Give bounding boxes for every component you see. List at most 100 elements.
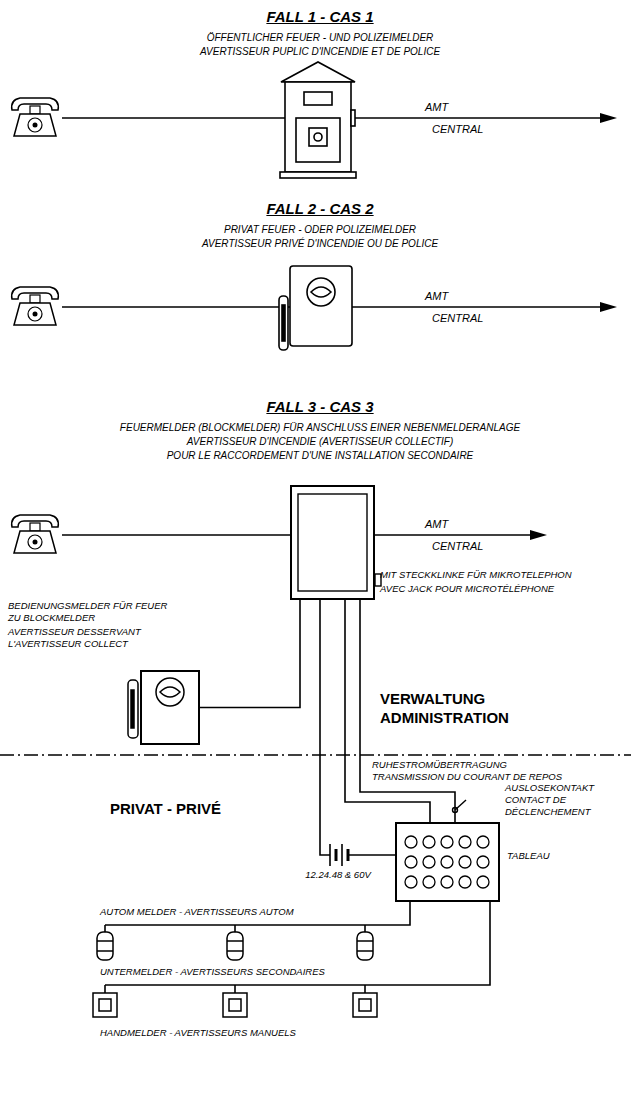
public-alarm-box xyxy=(280,172,356,178)
tableau-lamps xyxy=(405,836,489,888)
battery-wire xyxy=(335,849,338,861)
arrow-head xyxy=(530,530,547,540)
automatic-detector xyxy=(227,932,243,960)
automatic-detector xyxy=(97,932,113,960)
detector-group-label: HANDMELDER - AVERTISSEURS MANUELS xyxy=(100,1027,296,1039)
automatic-detector xyxy=(357,932,373,960)
contact-label: AUSLOSEKONTAKT xyxy=(505,782,594,794)
release-contact xyxy=(455,800,466,810)
case-heading: FALL 2 - CAS 2 xyxy=(266,200,373,218)
node-text: AVERTISSEUR DESSERVANT L'AVERTISSEUR COL… xyxy=(8,626,168,650)
service-alarm-box: BEDIENUNGSMELDER FÜR FEUER ZU BLOCKMELDE… xyxy=(140,670,200,745)
case-subtitle: AVERTISSEUR PUPLIC D'INCENDIE ET DE POLI… xyxy=(200,46,440,58)
block-alarm-box: MIT STECKKLINKE FÜR MIKROTELEPHONAVEC JA… xyxy=(290,485,375,600)
node-text: TABLEAU xyxy=(507,850,550,862)
line-label: CENTRAL xyxy=(432,312,483,324)
tableau-lamps xyxy=(423,876,435,888)
public-alarm-box xyxy=(280,62,356,178)
telephone-icon xyxy=(12,287,59,325)
telephone-icon xyxy=(12,515,59,553)
service-alarm-detail xyxy=(131,690,134,728)
separator-line xyxy=(0,755,631,756)
tableau-lamps xyxy=(405,856,417,868)
detector-bus xyxy=(234,925,236,932)
tableau-box: TABLEAU xyxy=(395,822,500,902)
contact-label: CONTACT DE DÉCLENCHEMENT xyxy=(505,794,605,818)
line-label: AMT xyxy=(425,518,448,530)
case-subtitle: ÖFFENTLICHER FEUER - UND POLIZEIMELDER xyxy=(207,32,434,44)
line-to-exchange xyxy=(62,118,602,535)
tableau-lamps xyxy=(441,836,453,848)
automatic-detector xyxy=(97,940,113,942)
manual-detector xyxy=(99,999,111,1011)
private-alarm-box xyxy=(307,278,335,306)
line-to-exchange xyxy=(62,534,290,536)
tableau-lamps xyxy=(459,856,471,868)
tableau-lamps xyxy=(423,836,435,848)
zone-label: PRIVAT - PRIVÉ xyxy=(110,800,221,818)
private-alarm-box xyxy=(282,305,285,341)
service-alarm-detail xyxy=(128,680,138,738)
battery-wire xyxy=(348,854,395,856)
tableau-lamps xyxy=(459,876,471,888)
battery-wire xyxy=(320,600,395,866)
zone-label: ADMINISTRATION xyxy=(380,709,509,727)
block-alarm-detail xyxy=(298,494,367,591)
wire-label: TRANSMISSION DU COURANT DE REPOS xyxy=(372,771,562,783)
manual-detector xyxy=(353,993,377,1017)
battery-wire xyxy=(329,844,331,866)
case-subtitle: AVERTISSEUR D'INCENDIE (AVERTISSEUR COLL… xyxy=(187,436,454,448)
node-text: AVEC JACK POUR MICROTÉLÉPHONE xyxy=(380,583,554,595)
service-alarm-detail xyxy=(128,678,184,738)
tableau-lamps xyxy=(405,876,417,888)
line-label: CENTRAL xyxy=(432,540,483,552)
automatic-detector xyxy=(357,950,373,952)
automatic-detector xyxy=(357,940,373,942)
service-alarm-detail xyxy=(156,678,184,706)
line-label: AMT xyxy=(425,290,448,302)
public-alarm-box xyxy=(314,133,322,141)
telephone-icon xyxy=(12,98,59,136)
zone-label: VERWALTUNG xyxy=(380,690,485,708)
manual-detector xyxy=(359,999,371,1011)
tableau-lamps xyxy=(477,876,489,888)
detector-group-label: AUTOM MELDER - AVERTISSEURS AUTOM xyxy=(100,906,294,918)
detector-bus xyxy=(364,925,366,932)
arrow-head xyxy=(600,113,617,123)
public-alarm-box xyxy=(285,82,351,172)
private-alarm-box xyxy=(311,287,331,297)
node-text: MIT STECKKLINKE FÜR MIKROTELEPHON xyxy=(380,569,572,581)
tableau-lamps xyxy=(441,856,453,868)
line-to-exchange xyxy=(375,534,532,536)
detector-group-label: UNTERMELDER - AVERTISSEURS SECONDAIRES xyxy=(100,966,325,978)
telephone-icon xyxy=(12,98,59,553)
public-alarm-box xyxy=(296,118,340,162)
arrow-head xyxy=(530,113,617,540)
detector-bus xyxy=(234,985,236,993)
automatic-detector xyxy=(97,932,373,960)
tableau-lamps xyxy=(423,856,435,868)
tableau-lamps xyxy=(405,836,417,848)
private-alarm-box xyxy=(279,266,352,350)
automatic-detector xyxy=(97,950,113,952)
tableau-lamps xyxy=(477,836,489,848)
wire-connector xyxy=(200,600,300,708)
case-subtitle: FEUERMELDER (BLOCKMELDER) FÜR ANSCHLUSS … xyxy=(120,422,520,434)
detector-bus xyxy=(104,925,106,932)
separator-line xyxy=(0,754,631,755)
node-text: BEDIENUNGSMELDER FÜR FEUER ZU BLOCKMELDE… xyxy=(8,600,168,624)
case-heading: FALL 1 - CAS 1 xyxy=(266,8,373,26)
tableau-lamps xyxy=(441,876,453,888)
detector-bus xyxy=(104,985,106,993)
manual-detector xyxy=(93,993,117,1017)
public-alarm-box xyxy=(281,62,355,82)
line-label: CENTRAL xyxy=(432,123,483,135)
manual-detector xyxy=(93,993,377,1017)
battery-voltage: 12.24.48 & 60V xyxy=(305,869,371,881)
public-alarm-box xyxy=(304,92,332,105)
line-label: AMT xyxy=(425,101,448,113)
manual-detector xyxy=(223,993,247,1017)
